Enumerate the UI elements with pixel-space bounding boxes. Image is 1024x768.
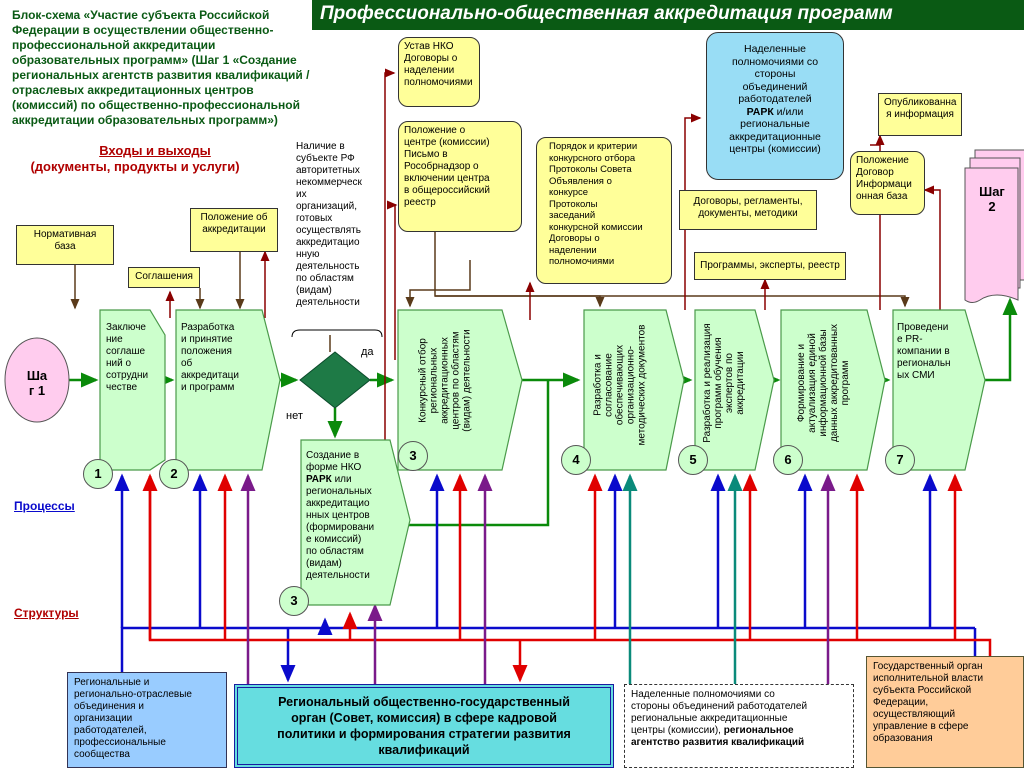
step1-label: Ша г 1 [26, 368, 48, 398]
decision-no-label: нет [286, 410, 303, 422]
doc-regulation-contract: Положение Договор Информаци онная база [850, 151, 925, 215]
structures-label: Структуры [14, 606, 79, 620]
empowered-text: Наделенные полномочиями со стороны объед… [729, 43, 821, 155]
doc-center-regulation: Положение о центре (комиссии) Письмо в Р… [398, 121, 522, 232]
doc-agreements: Соглашения [128, 267, 200, 288]
slide-title: Профессионально-общественная аккредитаци… [312, 0, 1024, 30]
step-number-2: 2 [159, 459, 189, 489]
process-1-text: Заключе ние соглаше ний о сотрудни честв… [106, 322, 149, 393]
document-input-lines [70, 232, 910, 352]
process-3a-text: Конкурсный отбор региональных аккредитац… [417, 329, 473, 432]
step-number-7: 7 [885, 445, 915, 475]
block-description: Блок-схема «Участие субъекта Российской … [12, 8, 310, 127]
doc-nko-charter: Устав НКО Договоры о наделении полномочи… [398, 37, 480, 107]
purple-structure-lines [240, 473, 836, 685]
step-number-4: 4 [561, 445, 591, 475]
blue-structure-lines [114, 473, 977, 683]
step-number-3a: 3 [398, 441, 428, 471]
teal-structure-lines [622, 473, 743, 685]
structure-council: Региональный общественно-государственный… [234, 684, 614, 768]
structure-gov: Государственный орган исполнительной вла… [866, 656, 1024, 768]
step-number-6: 6 [773, 445, 803, 475]
process-7-text: Проведени е PR- компании в региональн ых… [897, 322, 951, 381]
process-3b-text: Создание в форме НКО РАРК или региональн… [306, 450, 375, 581]
doc-programs-experts: Программы, эксперты, реестр [694, 252, 846, 280]
structure-employers: Региональные и регионально-отраслевые об… [67, 672, 227, 768]
doc-normative-base: Нормативная база [16, 225, 114, 265]
step1-circle [4, 337, 70, 423]
step2-label: Шаг 2 [979, 184, 1005, 214]
process-shapes [99, 309, 986, 606]
io-subtitle: (документы, продукты и услуги) [30, 159, 240, 174]
step-number-3b: 3 [279, 586, 309, 616]
doc-accreditation-regulation: Положение об аккредитации [190, 208, 278, 252]
doc-nko-presence: Наличие в субъекте РФ авторитетных неком… [296, 141, 362, 308]
io-title: Входы и выходы [99, 143, 211, 158]
document-output-lines [165, 68, 941, 440]
rark-bold: РАРК [746, 105, 774, 118]
process-2-text: Разработка и принятие положения об аккре… [181, 322, 239, 393]
decision-diamond [299, 351, 371, 409]
rark-bold: РАРК [306, 474, 332, 485]
doc-empowered: Наделенные полномочиями со стороны объед… [706, 32, 844, 180]
doc-published-info: Опубликованна я информация [878, 93, 962, 136]
decision-yes-label: да [361, 346, 374, 358]
doc-contracts-regulations: Договоры, регламенты, документы, методик… [679, 190, 817, 230]
presence-bracket [291, 329, 383, 338]
step-number-1: 1 [83, 459, 113, 489]
structure-empowered-bold: региональное агентство развития квалифик… [631, 725, 805, 748]
step2-pages-shape [964, 149, 1024, 303]
process-5-text: Разработка и реализация программ обучени… [702, 323, 746, 443]
structure-empowered-text: Наделенные полномочиями со стороны объед… [631, 689, 808, 736]
process-4-text: Разработка и согласование обеспечивающих… [592, 324, 648, 446]
processes-label: Процессы [14, 499, 75, 513]
structure-empowered: Наделенные полномочиями со стороны объед… [624, 684, 854, 768]
doc-selection-procedure: Порядок и критерии конкурсного отбора Пр… [536, 137, 672, 284]
step-number-5: 5 [678, 445, 708, 475]
red-structure-lines [142, 473, 992, 683]
process-6-text: Формирование и актуализация единой инфор… [796, 323, 851, 443]
